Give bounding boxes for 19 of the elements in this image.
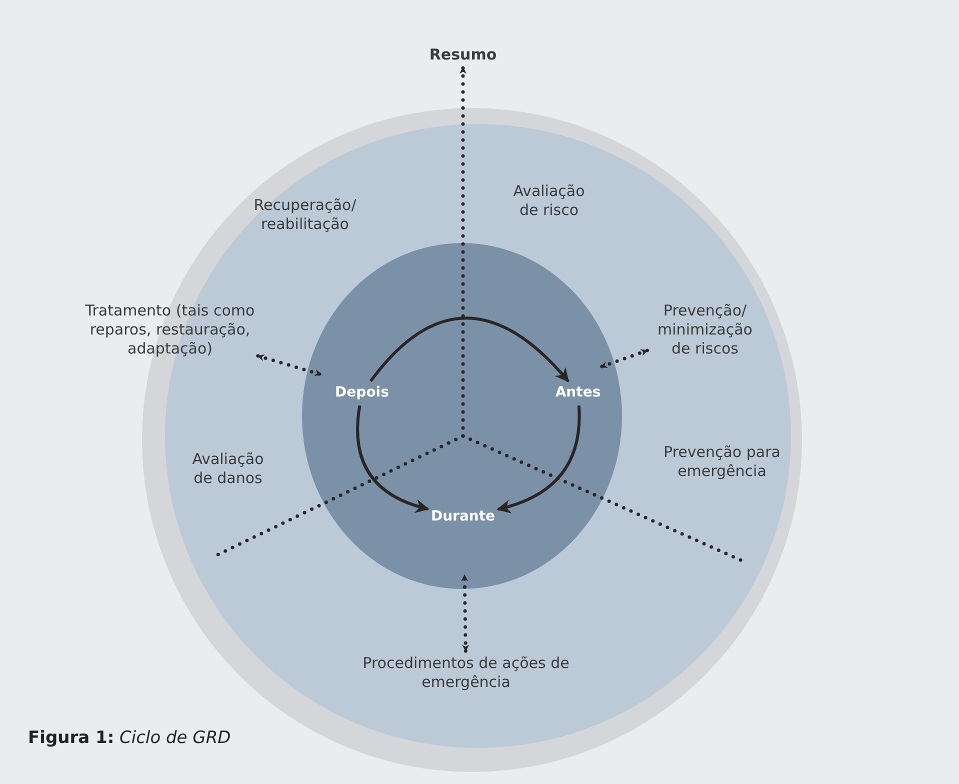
stage-label: Recuperação/ reabilitação (252, 196, 358, 234)
stage-label: Procedimentos de ações de emergência (358, 654, 574, 692)
dotted-arrow (460, 66, 466, 438)
phase-label: Depois (335, 384, 389, 402)
phase-label: Antes (555, 384, 601, 402)
caption: Figura 1: Ciclo de GRD (28, 728, 231, 748)
stage-label: Avaliação de risco (512, 182, 586, 220)
curved-arrow (356, 405, 430, 512)
dotted-arrow (599, 348, 649, 369)
dotted-arrow (461, 573, 470, 653)
heading-text: Resumo (429, 46, 497, 64)
curved-arrow (370, 316, 570, 382)
stage-label: Tratamento (tais como reparos, restauração, adaptação) (85, 302, 255, 358)
dotted-arrow (256, 354, 323, 376)
stage-label: Prevenção/ minimização de riscos (650, 302, 760, 358)
curved-arrow (496, 405, 581, 513)
phase-label: Durante (430, 508, 496, 526)
stage-label: Avaliação de danos (191, 450, 265, 488)
stage-label: Prevenção para emergência (662, 443, 782, 481)
